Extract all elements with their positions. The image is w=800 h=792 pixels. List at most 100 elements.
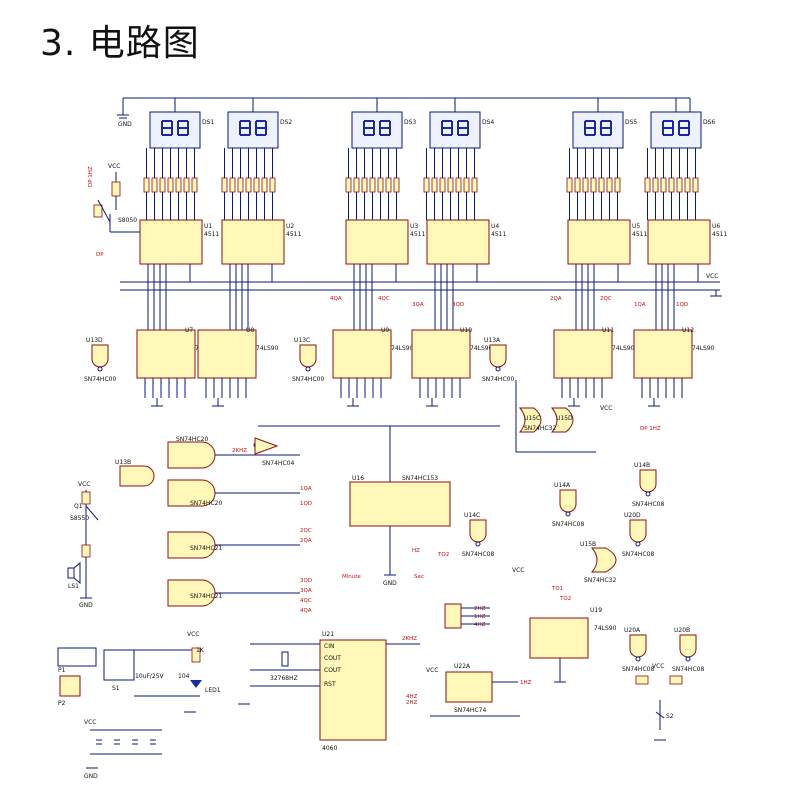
crystal-value: 32768HZ: [270, 675, 298, 682]
counter-ref-u8: U8: [246, 327, 254, 334]
vcc-label-q2: VCC: [108, 163, 120, 170]
decoder-part-u5: 4511: [632, 231, 647, 238]
gnd-label-caps: GND: [84, 773, 98, 780]
decoder-ref-u4: U4: [491, 223, 499, 230]
u15c-gate: [518, 407, 542, 433]
gate-ref-u14b: U14B: [634, 462, 650, 469]
counter-part-u8: 74LS90: [256, 345, 279, 352]
net-3qd-alarm: 3QD: [300, 578, 312, 584]
vcc-label-caps: VCC: [84, 719, 96, 726]
s1-label: S1: [112, 685, 120, 692]
net-2qc: 2QC: [600, 296, 612, 302]
gate-part-u20a: SN74HC08: [622, 666, 654, 673]
seven-segment-displays: DS1 DS2 DS3 DS4 DS5 DS6: [143, 98, 715, 220]
gate-u20a: U20A SN74HC08: [622, 627, 654, 673]
u13b-gate: [119, 465, 155, 487]
ls1-label: LS1: [68, 583, 79, 590]
u17a-part: SN74HC21: [190, 545, 222, 552]
gate-ref-u13a: U13A: [484, 337, 501, 344]
gate-part-u13c: SN74HC00: [292, 376, 324, 383]
net-3qd: 3QD: [452, 302, 464, 308]
display-ds5: DS5: [566, 98, 637, 220]
net-2hz-osc: 2HZ: [406, 700, 418, 706]
logic-gates: U13DSN74HC00U13CSN74HC00U13ASN74HC00U14A…: [84, 337, 704, 673]
u19-divider: U19 74LS90 TO1 TO2 VCC: [512, 567, 617, 683]
dp-1hz-label: DP 1HZ: [88, 166, 94, 187]
q1-label: S8550: [70, 515, 89, 522]
decoder-ref-u6: U6: [712, 223, 720, 230]
counter-ref-u12: U12: [682, 327, 694, 334]
net-minute-mux: Minute: [342, 574, 361, 580]
net-2khz-alarm: 2KHZ: [232, 448, 247, 454]
counter-ref-u9: U9: [381, 327, 389, 334]
decoder-rail: VCC 4QA 4QC 3QA 3QD 2QA 2QC 1QA 1QD: [120, 273, 722, 308]
display-label-ds2: DS2: [280, 119, 292, 126]
buzzer-driver: VCC Q1 S8550 LS1 GND: [67, 481, 99, 609]
u20c-inverter: [254, 437, 279, 455]
u19-part: 74LS90: [594, 625, 617, 632]
gate-ref-u20a: U20A: [624, 627, 641, 634]
vcc-label-ctrl: VCC: [600, 405, 612, 412]
p2-label: P2: [58, 700, 66, 707]
decoder-part-u4: 4511: [491, 231, 506, 238]
u22a-flipflop: U22A SN74HC74 VCC 1HZ: [426, 663, 532, 717]
net-4qc-alarm: 4QC: [300, 598, 312, 604]
power-input: P1 P2 S1 10uF/25V 104 VCC 1K LED1: [57, 631, 221, 713]
display-label-ds6: DS6: [703, 119, 715, 126]
decoder-part-u1: 4511: [204, 231, 219, 238]
decoder-part-u2: 4511: [286, 231, 301, 238]
vcc-label-q1: VCC: [78, 481, 90, 488]
gate-part-u14c: SN74HC08: [462, 551, 494, 558]
net-2hz-hdr: 2HZ: [474, 606, 486, 612]
gnd-label-top: GND: [118, 121, 132, 128]
display-label-ds4: DS4: [482, 119, 494, 126]
svg-text:U15B: U15B: [580, 541, 596, 548]
u21-chip: [319, 639, 387, 741]
u15d-gate: [550, 407, 574, 433]
u18b-gate: [167, 479, 216, 507]
gate-part-u14b: SN74HC08: [632, 501, 664, 508]
net-4qc: 4QC: [378, 296, 390, 302]
net-4hz-hdr: 4HZ: [474, 622, 486, 628]
vcc-label-div: VCC: [512, 567, 524, 574]
vcc-label-sw: VCC: [652, 663, 664, 670]
page-title: 3. 电路图: [40, 23, 200, 64]
decoder-part-u6: 4511: [712, 231, 727, 238]
decoder-ref-u5: U5: [632, 223, 640, 230]
net-2khz-osc: 2KHZ: [402, 636, 417, 642]
svg-text:U19: U19: [590, 607, 602, 614]
s2-label: S2: [666, 713, 674, 720]
u18a-part: SN74HC20: [176, 436, 208, 443]
svg-text:U21: U21: [322, 631, 334, 638]
net-to2-div: TO2: [559, 596, 571, 602]
display-ds4: DS4: [423, 98, 494, 220]
counter-ref-u10: U10: [460, 327, 472, 334]
net-1hz-ff: 1HZ: [520, 680, 532, 686]
freq-select-header: 2HZ 1HZ 4HZ: [444, 603, 490, 629]
display-ds3: DS3: [345, 98, 416, 220]
display-label-ds3: DS3: [404, 119, 416, 126]
net-2qa: 2QA: [550, 296, 562, 302]
oscillator-4060: U21 4060 CIN COUT COUT RST 32768HZ 2KHZ …: [238, 631, 420, 752]
net-3qa-alarm: 3QA: [300, 588, 312, 594]
set-switch: VCC S2: [635, 663, 683, 741]
net-sec-mux: Sec: [414, 574, 424, 580]
net-to1-div: TO1: [551, 586, 563, 592]
net-4qa: 4QA: [330, 296, 342, 302]
vcc-label-pwr: VCC: [187, 631, 199, 638]
svg-text:U13B: U13B: [115, 459, 131, 466]
display-ds1: DS1: [143, 98, 214, 220]
gnd-label-buzzer: GND: [79, 602, 93, 609]
net-1hz-hdr: 1HZ: [474, 614, 486, 620]
svg-text:CIN: CIN: [324, 643, 334, 650]
net-4hz-osc: 4HZ: [406, 694, 418, 700]
